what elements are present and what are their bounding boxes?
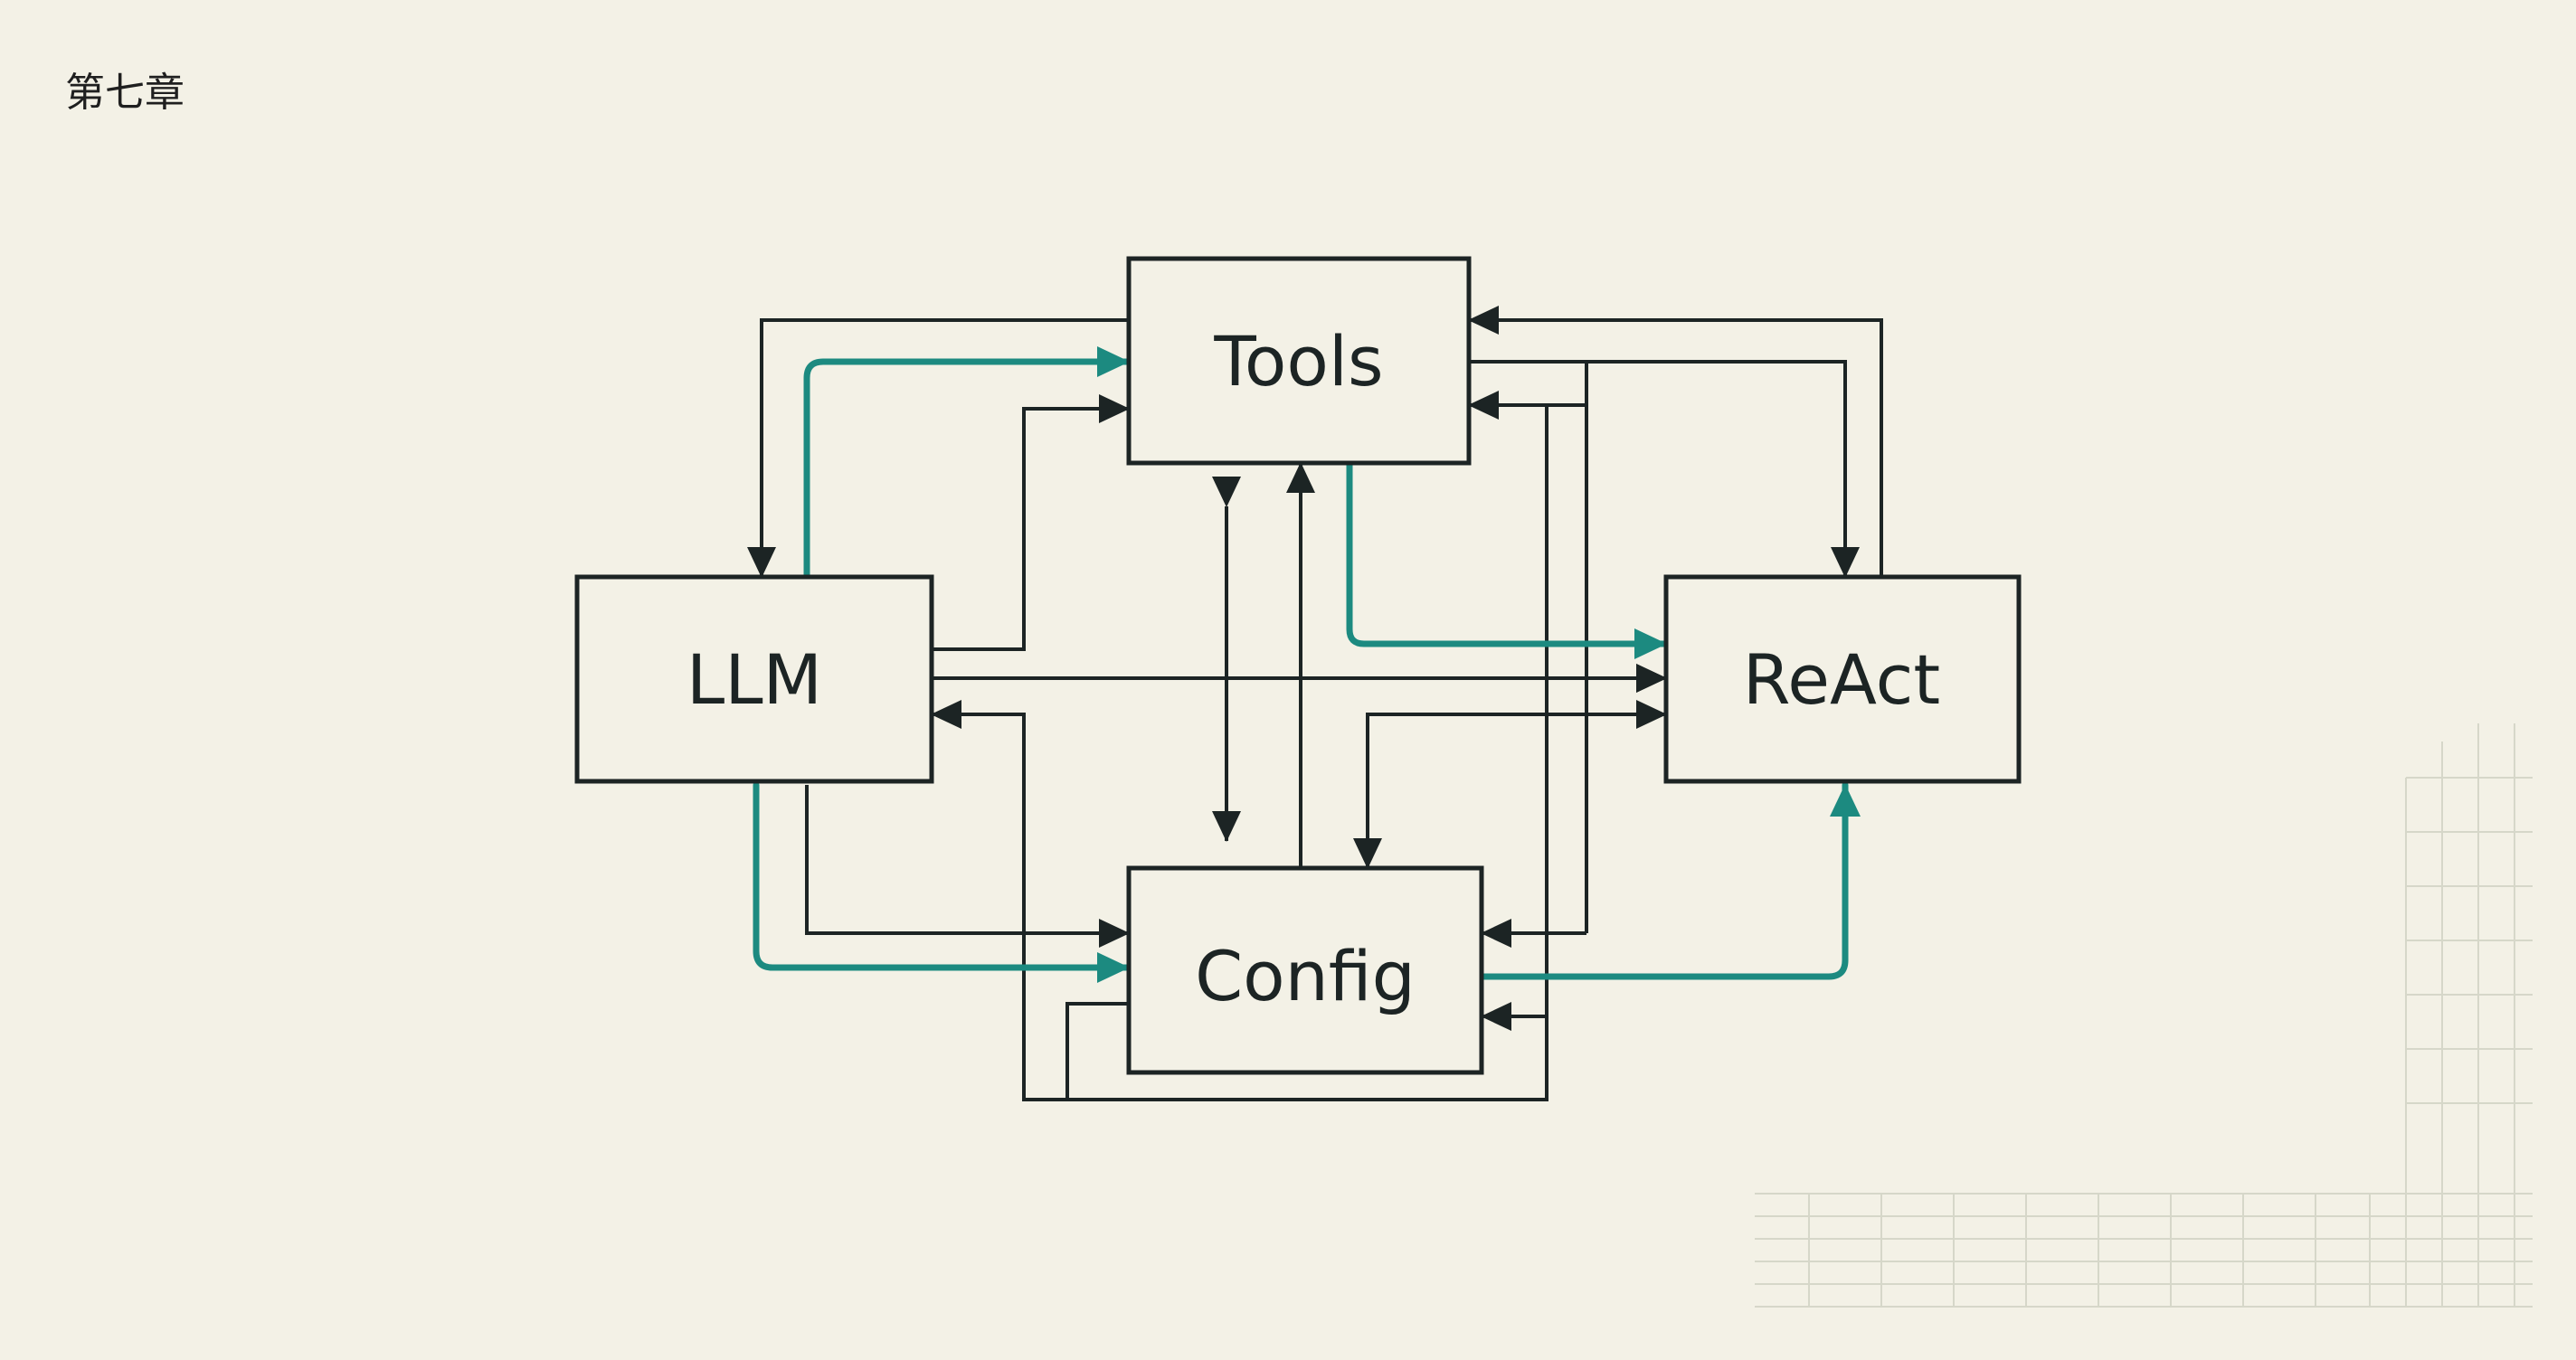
node-tools-label: Tools [1213,321,1383,401]
highlight-flows [753,346,1861,983]
node-react [1663,574,2022,784]
node-react-label: ReAct [1743,639,1940,720]
node-llm-label: LLM [687,639,822,720]
edge-bottom-frame [1022,403,1548,1101]
decorative-grid [1755,723,2533,1308]
edge-llm-config [805,785,1130,948]
edge-react-config [1353,713,1666,869]
edge-llm-tools-highlight [803,346,1132,581]
node-config-label: Config [1195,936,1416,1016]
node-tools [1126,256,1472,466]
edge-tools-react-highlight [1346,459,1670,659]
connectors [747,306,1883,1101]
edge-config-react-highlight [1478,781,1861,980]
node-config [1126,865,1484,1075]
edge-react-tools-top [1468,306,1883,577]
chapter-title: 第七章 [65,70,185,116]
node-llm [574,574,934,784]
edge-tools-react [1469,360,1860,578]
edge-llm-tools [932,394,1130,651]
edge-config-llm [931,700,1026,1040]
edge-llm-config-highlight [753,781,1132,983]
edge-tools-llm [747,318,1129,578]
